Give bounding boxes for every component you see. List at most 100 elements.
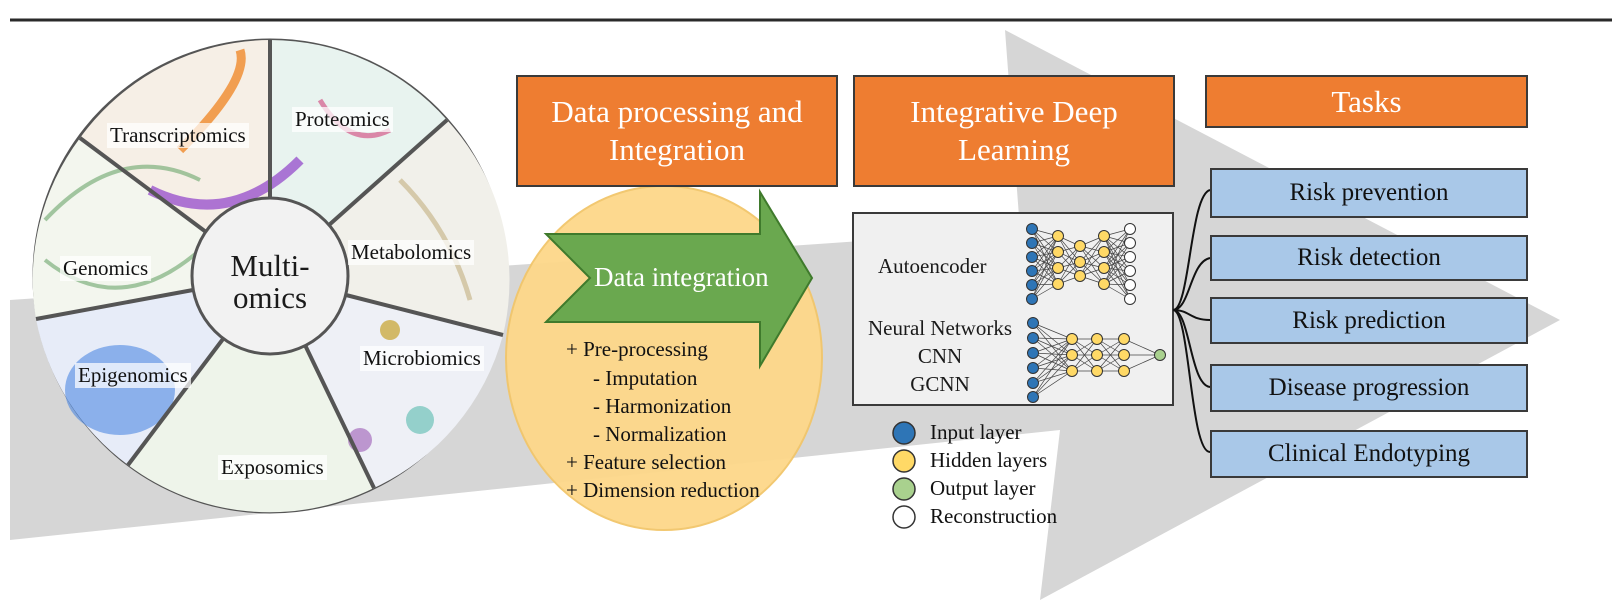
legend-swatch-output (892, 477, 916, 501)
task-risk-detection: Risk detection (1210, 235, 1528, 281)
autoencoder-node-hidden (1074, 270, 1086, 282)
autoencoder-node-reconstruction (1124, 251, 1136, 263)
autoencoder-node-hidden (1052, 230, 1064, 242)
neural-network-node-hidden (1091, 349, 1103, 361)
task-label: Clinical Endotyping (1267, 440, 1471, 467)
autoencoder-node-hidden (1052, 246, 1064, 258)
neural-network-node-input (1027, 377, 1039, 389)
autoencoder-node-hidden (1074, 256, 1086, 268)
neural-network-node-output (1154, 349, 1166, 361)
autoencoder-node-input (1026, 251, 1038, 263)
wheel-center (190, 196, 350, 356)
neural-network-edge (1123, 354, 1161, 372)
step-preprocessing: + Pre-processing (566, 337, 708, 361)
neural-network-node-hidden (1066, 333, 1078, 345)
autoencoder-node-input (1026, 237, 1038, 249)
autoencoder-edge (1031, 251, 1059, 286)
neural-network-node-hidden (1118, 349, 1130, 361)
neural-network-node-hidden (1091, 333, 1103, 345)
task-label: Risk detection (1297, 244, 1441, 271)
neural-network-edge (1032, 354, 1073, 384)
autoencoder-edge (1031, 235, 1059, 286)
neural-network-edge (1032, 338, 1073, 384)
autoencoder-edge (1031, 242, 1059, 269)
autoencoder-edge (1103, 251, 1131, 286)
legend-swatch-hidden (892, 449, 916, 473)
autoencoder-node-reconstruction (1124, 265, 1136, 277)
autoencoder-edge (1103, 251, 1131, 300)
nn-line-2: CNN (917, 344, 963, 368)
autoencoder-label: Autoencoder (878, 254, 987, 278)
tasks-header-label: Tasks (1331, 83, 1402, 119)
autoencoder-edge (1057, 235, 1081, 277)
segment-proteomics: Proteomics (292, 107, 393, 132)
deep-line-2: Learning (958, 132, 1070, 167)
neural-network-node-hidden (1118, 333, 1130, 345)
autoencoder-node-hidden (1052, 262, 1064, 274)
step-dimension-reduction: + Dimension reduction (566, 478, 760, 502)
multiomics-center-label: Multi- omics (230, 250, 310, 314)
autoencoder-edge (1031, 235, 1059, 272)
legend-reconstruction-label: Reconstruction (930, 504, 1058, 528)
autoencoder-node-input (1026, 293, 1038, 305)
legend-hidden-label: Hidden layers (930, 448, 1048, 472)
legend-swatch-input (892, 421, 916, 445)
autoencoder-node-hidden (1052, 278, 1064, 290)
neural-network-node-input (1027, 391, 1039, 403)
neural-network-edge (1032, 322, 1073, 356)
autoencoder-edge (1057, 245, 1081, 285)
neural-network-node-input (1027, 332, 1039, 344)
legend-swatch-reconstruction (892, 505, 916, 529)
autoencoder-edge (1103, 235, 1131, 286)
autoencoder-node-hidden (1098, 262, 1110, 274)
step-normalization: - Normalization (593, 422, 727, 446)
integration-arrow-label: Data integration (594, 262, 769, 292)
legend-output-label: Output layer (930, 476, 1036, 500)
task-label: Disease progression (1268, 374, 1470, 401)
stage-deep-learning-header: Integrative Deep Learning (853, 75, 1175, 187)
neural-network-node-input (1027, 347, 1039, 359)
legend-input-label: Input layer (930, 420, 1022, 444)
neural-network-edge (1096, 338, 1125, 372)
step-imputation: - Imputation (593, 366, 698, 390)
neural-network-node-hidden (1091, 365, 1103, 377)
autoencoder-node-reconstruction (1124, 279, 1136, 291)
autoencoder-edge (1079, 235, 1105, 277)
neural-network-node-hidden (1066, 365, 1078, 377)
task-risk-prevention: Risk prevention (1210, 168, 1528, 218)
stage-processing-header: Data processing and Integration (516, 75, 838, 187)
autoencoder-edge (1103, 235, 1131, 272)
nn-line-3: GCNN (910, 372, 970, 396)
autoencoder-edge (1103, 228, 1131, 285)
neural-network-edge (1123, 338, 1161, 356)
autoencoder-edge (1103, 267, 1131, 300)
neural-network-edge (1032, 338, 1073, 398)
autoencoder-edge (1103, 256, 1131, 285)
autoencoder-edge (1103, 242, 1131, 285)
autoencoder-edge (1031, 267, 1059, 300)
autoencoder-edge (1031, 242, 1059, 285)
neural-network-node-hidden (1118, 365, 1130, 377)
autoencoder-node-reconstruction (1124, 237, 1136, 249)
center-line-2: omics (232, 280, 308, 315)
autoencoder-node-hidden (1098, 246, 1110, 258)
autoencoder-edge (1031, 251, 1059, 300)
segment-genomics: Genomics (60, 256, 152, 281)
task-label: Risk prediction (1292, 306, 1446, 334)
autoencoder-node-input (1026, 265, 1038, 277)
autoencoder-edge (1031, 228, 1059, 285)
autoencoder-node-input (1026, 223, 1038, 235)
neural-network-node-input (1027, 362, 1039, 374)
autoencoder-node-reconstruction (1124, 293, 1136, 305)
neural-network-edge (1032, 352, 1073, 372)
task-disease-progression: Disease progression (1210, 364, 1528, 412)
neural-network-edge (1032, 322, 1073, 372)
legend-swatches (892, 421, 916, 529)
step-harmonization: - Harmonization (593, 394, 732, 418)
neural-network-edge (1071, 338, 1098, 372)
neural-network-edge (1032, 354, 1073, 398)
neural-network-edge (1032, 352, 1073, 356)
neural-network-edge (1032, 338, 1073, 369)
segment-epigenomics: Epigenomics (75, 363, 191, 388)
neural-network-edge (1032, 370, 1073, 384)
